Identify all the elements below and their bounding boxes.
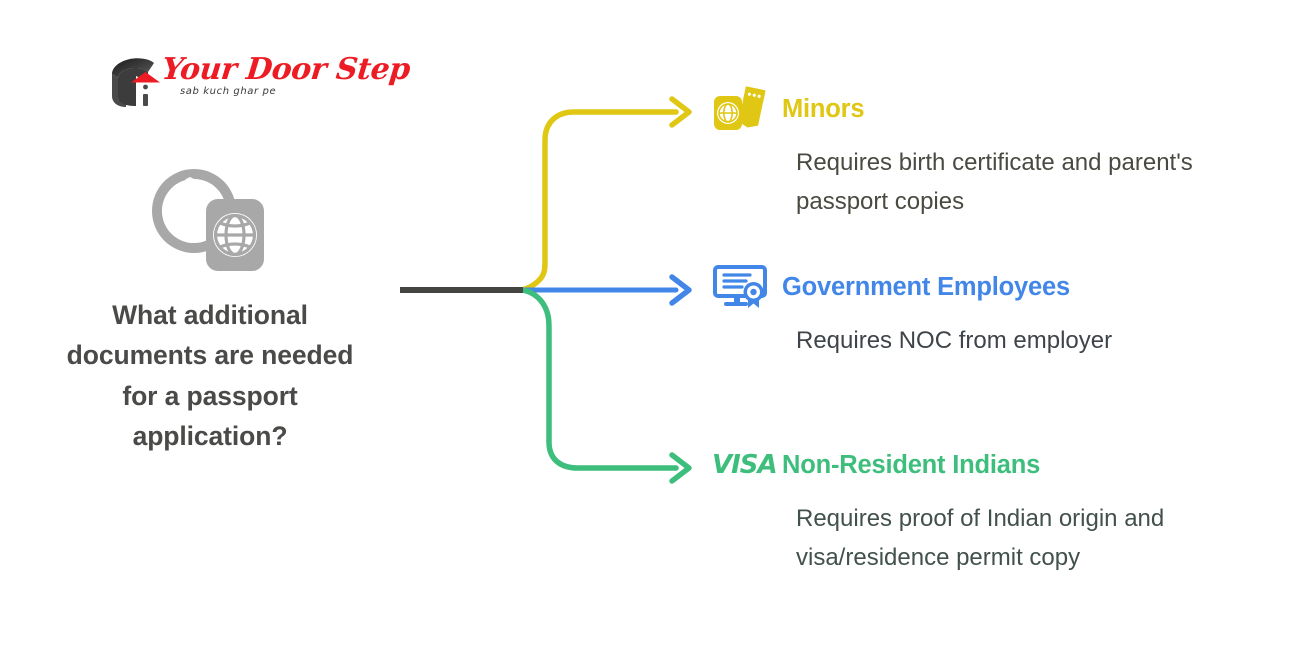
brand-wordmark: Your Door Step sab kuch ghar pe: [160, 50, 411, 112]
arrowhead-non-resident-indians: [669, 452, 692, 484]
branch-title: Non-Resident Indians: [782, 450, 1041, 479]
branch-description: Requires NOC from employer: [796, 327, 1113, 354]
passport-boarding-pass-icon: [714, 86, 766, 130]
visa-wordmark-icon: VISA: [712, 450, 778, 480]
branch-minors[interactable]: Minors Requires birth certificate and pa…: [712, 86, 1266, 222]
globe-passport-icon: [152, 169, 264, 271]
connector-minors: [517, 109, 679, 293]
branch-header: VISA Non-Resident Indians: [712, 442, 1266, 488]
branch-title: Minors: [782, 94, 865, 123]
branch-description: Requires birth certificate and parent's …: [796, 149, 1193, 215]
topic-block: What additional documents are needed for…: [24, 165, 396, 456]
page-title: What additional documents are needed for…: [66, 300, 354, 451]
brand-name: Your Door Step: [160, 52, 412, 87]
connector-non-resident-indians: [517, 287, 679, 471]
branch-non-resident-indians[interactable]: VISA Non-Resident Indians Requires proof…: [712, 442, 1266, 578]
branch-description: Requires proof of Indian origin and visa…: [796, 505, 1165, 571]
house-logo-icon: [112, 58, 160, 107]
branch-header: Minors: [712, 86, 1266, 132]
branch-header: Government Employees: [712, 264, 1112, 310]
brand-logo[interactable]: Your Door Step sab kuch ghar pe: [108, 50, 412, 112]
arrowhead-minors: [669, 96, 692, 128]
brand-tagline: sab kuch ghar pe: [180, 86, 277, 97]
certificate-seal-icon: [713, 265, 767, 308]
branch-title: Government Employees: [782, 272, 1070, 301]
arrowhead-government-employees: [669, 274, 692, 306]
branch-government-employees[interactable]: Government Employees Requires NOC from e…: [712, 264, 1112, 361]
